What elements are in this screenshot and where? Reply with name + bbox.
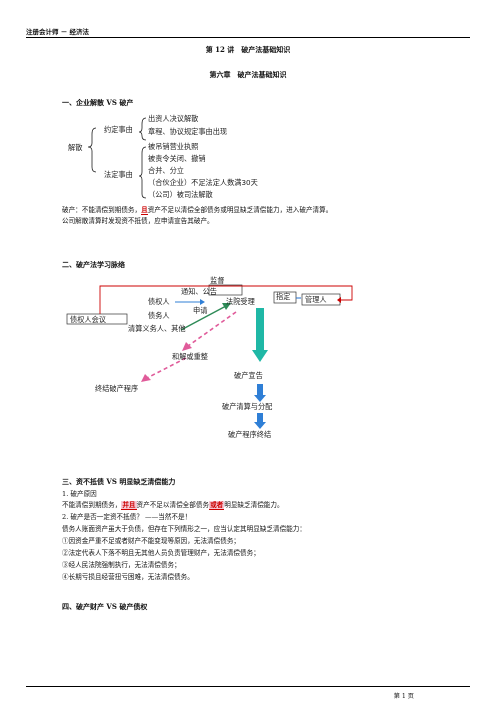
- section3-item-3: ③经人民法院强制执行，无法清偿债务；: [62, 561, 181, 569]
- section1-title: 一、企业解散 VS 破产: [62, 98, 134, 107]
- section3-line-4: 债务人账面资产虽大于负债，但存在下列情形之一，应当认定其明显缺乏清偿能力：: [62, 525, 306, 533]
- apply-label: 申请: [193, 306, 208, 315]
- declare-node: 破产宣告: [234, 371, 263, 380]
- dissolution-tree: [87, 117, 147, 199]
- page-number: 第 1 页: [393, 693, 414, 700]
- agreed-item-1: 出资人决议解散: [148, 114, 199, 123]
- chapter-title: 第六章 破产法基础知识: [209, 70, 287, 79]
- lecture-title: 第 12 讲 破产法基础知识: [205, 45, 291, 54]
- legal-item-4: （合伙企业）不足法定人数满30天: [148, 178, 258, 187]
- section3-title: 三、资不抵债 VS 明显缺乏清偿能力: [62, 477, 176, 486]
- section3-line-3: 2. 破产是否一定资不抵债？ ——当然不是！: [62, 513, 192, 521]
- terminate-node: 终结破产程序: [95, 384, 139, 393]
- agreed-item-2: 章程、协议规定事由出现: [148, 127, 228, 136]
- settlement-node: 和解或重整: [172, 352, 208, 361]
- supervise-label: 监督: [210, 276, 225, 285]
- section4-title: 四、破产财产 VS 破产债权: [62, 602, 148, 611]
- notify-label: 通知、公告: [181, 287, 217, 296]
- legal-item-5: （公司）被司法解散: [148, 190, 213, 199]
- section3-item-4: ④长期亏损且经营扭亏困难，无法清偿债务。: [62, 573, 194, 581]
- distribute-node: 破产清算与分配: [222, 402, 273, 411]
- legal-cause-label: 法定事由: [104, 170, 133, 179]
- dissolution-root: 解散: [68, 143, 83, 152]
- section3-item-2: ②法定代表人下落不明且无其他人员负责管理财产，无法清偿债务；: [62, 549, 260, 557]
- legal-item-1: 被吊销营业执照: [148, 142, 199, 151]
- agreed-cause-label: 约定事由: [104, 125, 133, 134]
- end-node: 破产程序终结: [228, 430, 272, 439]
- administrator-node: 管理人: [305, 295, 327, 304]
- section1-paragraph-1: 破产：不能清偿到期债务，且资产不足以清偿全部债务或明显缺乏清偿能力，进入破产清算…: [62, 206, 333, 215]
- designate-node: 指定: [276, 292, 291, 301]
- creditors-meeting-node: 债权人会议: [70, 315, 106, 324]
- creditor-label: 债权人: [148, 297, 170, 306]
- section3-item-1: ①因资金严重不足或者财产不能变现等原因，无法清偿债务；: [62, 537, 241, 545]
- header-rule: [26, 37, 470, 38]
- liquidator-label: 清算义务人、其他: [128, 324, 186, 333]
- section2-title: 二、破产法学习脉络: [62, 260, 125, 269]
- page-header: 注册会计师 － 经济法: [26, 28, 90, 36]
- legal-item-3: 合并、分立: [148, 166, 184, 175]
- bankruptcy-flow: [66, 284, 353, 429]
- section1-paragraph-2: 公司解散清算时发现资不抵债，应申请宣告其破产。: [62, 217, 214, 225]
- legal-item-2: 被责令关闭、撤销: [148, 154, 206, 163]
- section3-line-2: 不能清偿到期债务，并且资产不足以清偿全部债务或者明显缺乏清偿能力。: [62, 501, 284, 510]
- court-accept-node: 法院受理: [226, 297, 255, 306]
- debtor-label: 债务人: [148, 311, 170, 320]
- section3-line-1: 1. 破产原因: [62, 490, 97, 498]
- footer-rule: [26, 686, 470, 687]
